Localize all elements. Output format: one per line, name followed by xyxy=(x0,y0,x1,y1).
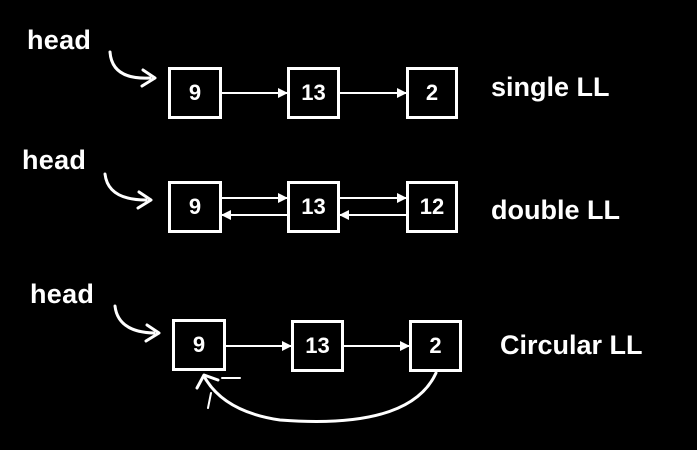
node-circular-1: 9 xyxy=(172,319,226,371)
node-single-2: 13 xyxy=(287,67,340,119)
type-label-circular: Circular LL xyxy=(500,330,643,360)
head-label-single: head xyxy=(27,25,92,55)
head-pointer-arrow-single xyxy=(108,50,152,80)
circular-wraparound-arrowhead xyxy=(195,373,220,390)
head-pointer-arrowhead-circular xyxy=(144,323,161,343)
node-circular-3: 2 xyxy=(409,320,462,372)
node-double-1: 9 xyxy=(168,181,222,233)
circular-wraparound-arrow xyxy=(203,371,438,423)
node-double-3: 12 xyxy=(406,181,458,233)
head-pointer-arrow-circular xyxy=(113,304,156,335)
node-single-3: 2 xyxy=(406,67,458,119)
node-single-1: 9 xyxy=(168,67,222,119)
circular-wraparound-stroke-mark xyxy=(207,377,241,409)
type-label-single: single LL xyxy=(491,72,610,102)
head-pointer-arrow-double xyxy=(103,172,148,202)
head-pointer-arrowhead-double xyxy=(136,190,153,210)
type-label-double: double LL xyxy=(491,195,620,225)
node-double-2: 13 xyxy=(287,181,340,233)
head-label-circular: head xyxy=(30,279,95,309)
head-label-double: head xyxy=(22,145,87,175)
node-circular-2: 13 xyxy=(291,320,344,372)
head-pointer-arrowhead-single xyxy=(140,68,157,88)
